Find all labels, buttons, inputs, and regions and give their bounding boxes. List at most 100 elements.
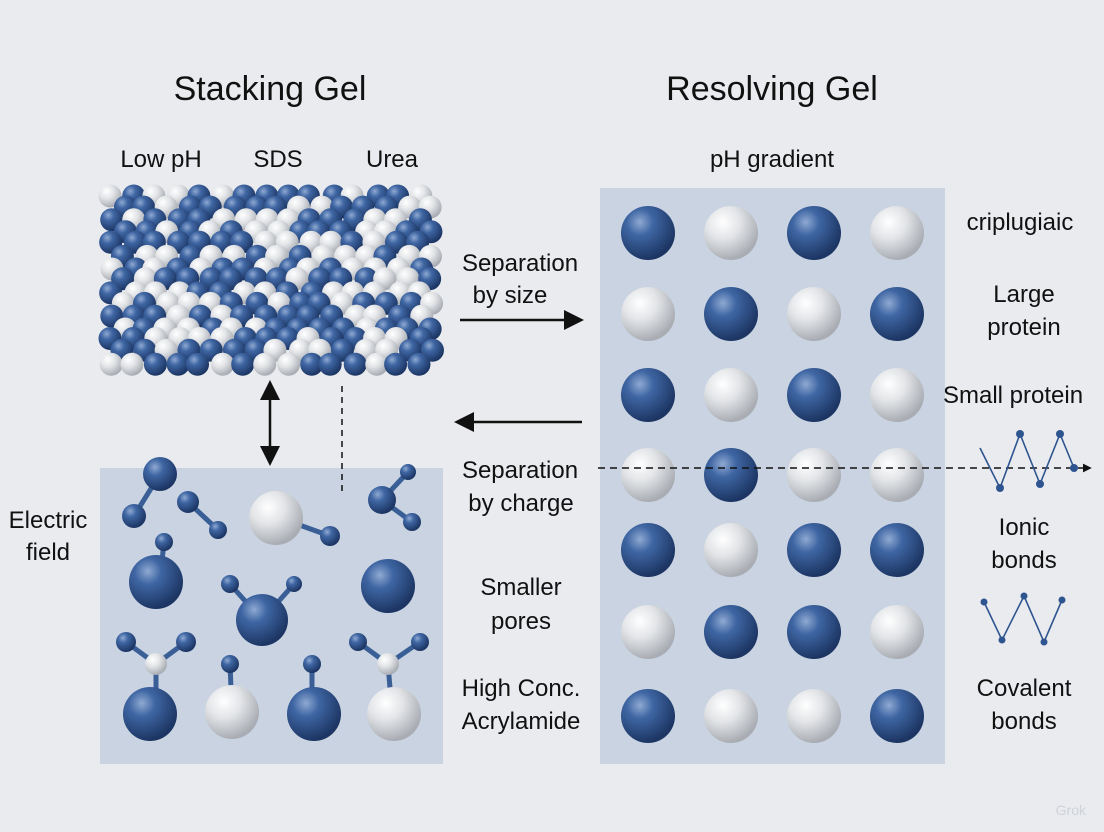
white-sphere xyxy=(249,491,303,545)
stacking-gel-sphere-block xyxy=(98,184,444,376)
blue-sphere xyxy=(286,576,302,592)
blue-gel-sphere xyxy=(384,352,408,376)
blue-sphere xyxy=(116,632,136,652)
covalent-bonds-line2: bonds xyxy=(991,708,1057,735)
sds-label: SDS xyxy=(253,146,303,173)
white-gel-sphere xyxy=(277,352,301,376)
smaller-pores-line1: Smaller xyxy=(480,574,562,601)
blue-sphere xyxy=(287,687,341,741)
blue-sphere xyxy=(403,513,421,531)
blue-gel-sphere xyxy=(143,352,167,376)
stacking-gel-title: Stacking Gel xyxy=(173,70,367,108)
blue-sphere xyxy=(303,655,321,673)
ionic-bonds-line2: bonds xyxy=(991,547,1057,574)
white-protein-sphere xyxy=(704,689,758,743)
blue-protein-sphere xyxy=(704,605,758,659)
blue-gel-sphere xyxy=(343,352,367,376)
separation-by-size-line1: Separation xyxy=(461,250,579,277)
blue-sphere xyxy=(209,521,227,539)
blue-protein-sphere xyxy=(621,523,675,577)
blue-protein-sphere xyxy=(621,368,675,422)
blue-sphere xyxy=(129,555,183,609)
high-conc-line1: High Conc. xyxy=(461,675,581,702)
white-gel-sphere xyxy=(99,352,123,376)
blue-sphere xyxy=(368,486,396,514)
blue-gel-sphere xyxy=(231,352,255,376)
white-gel-sphere xyxy=(253,352,277,376)
blue-protein-sphere xyxy=(870,287,924,341)
stacking-molecules xyxy=(116,457,429,741)
blue-protein-sphere xyxy=(621,689,675,743)
white-protein-sphere xyxy=(787,287,841,341)
blue-protein-sphere xyxy=(704,448,758,502)
blue-gel-sphere xyxy=(407,352,431,376)
white-protein-sphere xyxy=(870,448,924,502)
small-protein-zigzag xyxy=(979,431,1075,491)
blue-gel-sphere xyxy=(318,352,342,376)
ph-gradient-label: pH gradient xyxy=(709,146,835,173)
white-protein-sphere xyxy=(787,689,841,743)
separation-by-charge-line2: by charge xyxy=(468,490,574,517)
electric-field-line1: Electric xyxy=(8,507,88,534)
blue-protein-sphere xyxy=(787,368,841,422)
blue-gel-sphere xyxy=(186,352,210,376)
ionic-bonds-line1: Ionic xyxy=(998,514,1050,541)
small-protein-zigzag-dots xyxy=(996,430,1078,492)
white-protein-sphere xyxy=(704,206,758,260)
blue-sphere xyxy=(176,632,196,652)
watermark: Grok xyxy=(1055,802,1086,818)
blue-protein-sphere xyxy=(787,206,841,260)
blue-protein-sphere xyxy=(870,523,924,577)
white-sphere xyxy=(367,687,421,741)
covalent-bonds-line1: Covalent xyxy=(976,675,1072,702)
criplugiaic-label: criplugiaic xyxy=(966,209,1074,236)
blue-gel-sphere xyxy=(166,352,190,376)
covalent-zigzag-dots xyxy=(980,592,1066,646)
blue-protein-sphere xyxy=(787,523,841,577)
blue-protein-sphere xyxy=(621,206,675,260)
blue-sphere xyxy=(361,559,415,613)
small-protein-label: Small protein xyxy=(943,382,1084,409)
white-protein-sphere xyxy=(621,448,675,502)
high-conc-line2: Acrylamide xyxy=(461,708,581,735)
white-protein-sphere xyxy=(870,206,924,260)
smaller-pores-line2: pores xyxy=(490,608,552,635)
electric-field-line2: field xyxy=(25,539,71,566)
white-protein-sphere xyxy=(787,448,841,502)
white-gel-sphere xyxy=(365,352,389,376)
blue-sphere xyxy=(221,575,239,593)
white-sphere xyxy=(377,653,399,675)
blue-sphere xyxy=(221,655,239,673)
blue-sphere xyxy=(177,491,199,513)
low-ph-label: Low pH xyxy=(120,146,202,173)
blue-sphere xyxy=(320,526,340,546)
covalent-zigzag xyxy=(983,594,1063,645)
blue-sphere xyxy=(236,594,288,646)
separation-by-size-line2: by size xyxy=(472,282,548,309)
white-protein-sphere xyxy=(704,523,758,577)
urea-label: Urea xyxy=(365,146,419,173)
blue-protein-sphere xyxy=(787,605,841,659)
white-gel-sphere xyxy=(211,352,235,376)
blue-sphere xyxy=(411,633,429,651)
blue-sphere xyxy=(400,464,416,480)
white-sphere xyxy=(145,653,167,675)
blue-protein-sphere xyxy=(870,689,924,743)
large-protein-line2: protein xyxy=(987,314,1061,341)
resolving-gel-title: Resolving Gel xyxy=(666,70,878,108)
blue-protein-sphere xyxy=(704,287,758,341)
blue-sphere xyxy=(143,457,177,491)
white-sphere xyxy=(205,685,259,739)
blue-gel-sphere xyxy=(300,352,324,376)
white-protein-sphere xyxy=(870,368,924,422)
blue-sphere xyxy=(123,687,177,741)
resolving-gel-sphere-grid xyxy=(621,206,924,743)
blue-sphere xyxy=(155,533,173,551)
white-protein-sphere xyxy=(704,368,758,422)
white-protein-sphere xyxy=(870,605,924,659)
white-protein-sphere xyxy=(621,287,675,341)
blue-sphere xyxy=(349,633,367,651)
white-gel-sphere xyxy=(120,352,144,376)
large-protein-line1: Large xyxy=(993,281,1055,308)
